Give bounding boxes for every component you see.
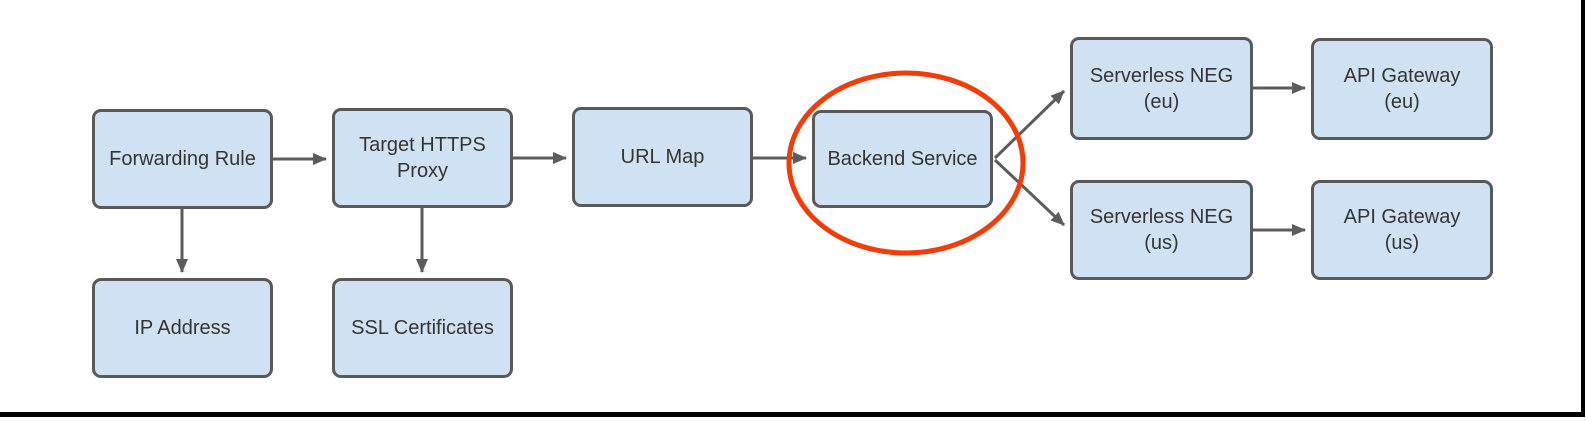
node-label: SSL Certificates xyxy=(351,317,494,339)
edge-backend-service-to-serverless-neg-us xyxy=(993,158,1066,227)
node-url-map: URL Map xyxy=(572,107,753,207)
node-target-https-proxy: Target HTTPS Proxy xyxy=(332,108,513,208)
node-label-line2: (eu) xyxy=(1384,91,1420,113)
node-label: Backend Service xyxy=(827,148,978,170)
node-label: Target HTTPS xyxy=(359,134,486,156)
node-label: URL Map xyxy=(620,146,705,168)
node-label-line2: (us) xyxy=(1384,232,1420,254)
node-label: API Gateway xyxy=(1343,206,1461,228)
node-api-gateway-us: API Gateway (us) xyxy=(1311,180,1493,280)
node-label: Forwarding Rule xyxy=(109,148,256,170)
node-serverless-neg-us: Serverless NEG (us) xyxy=(1070,180,1253,280)
edge-backend-service-to-serverless-neg-eu xyxy=(993,89,1066,160)
node-forwarding-rule: Forwarding Rule xyxy=(92,109,273,209)
node-label: API Gateway xyxy=(1343,65,1461,87)
node-label-line2: (eu) xyxy=(1143,90,1180,113)
node-label-line2: Proxy xyxy=(396,160,449,182)
node-api-gateway-eu: API Gateway (eu) xyxy=(1311,38,1493,140)
node-label: Serverless NEG xyxy=(1089,206,1234,228)
node-label-line2: (us) xyxy=(1144,232,1179,254)
node-label: IP Address xyxy=(134,317,231,339)
node-ssl-certificates: SSL Certificates xyxy=(332,278,513,378)
highlight-ellipse xyxy=(786,70,1026,256)
node-backend-service: Backend Service xyxy=(812,110,993,208)
node-ip-address: IP Address xyxy=(92,278,273,378)
node-label: Serverless NEG xyxy=(1089,64,1234,87)
node-serverless-neg-eu: Serverless NEG (eu) xyxy=(1070,37,1253,140)
